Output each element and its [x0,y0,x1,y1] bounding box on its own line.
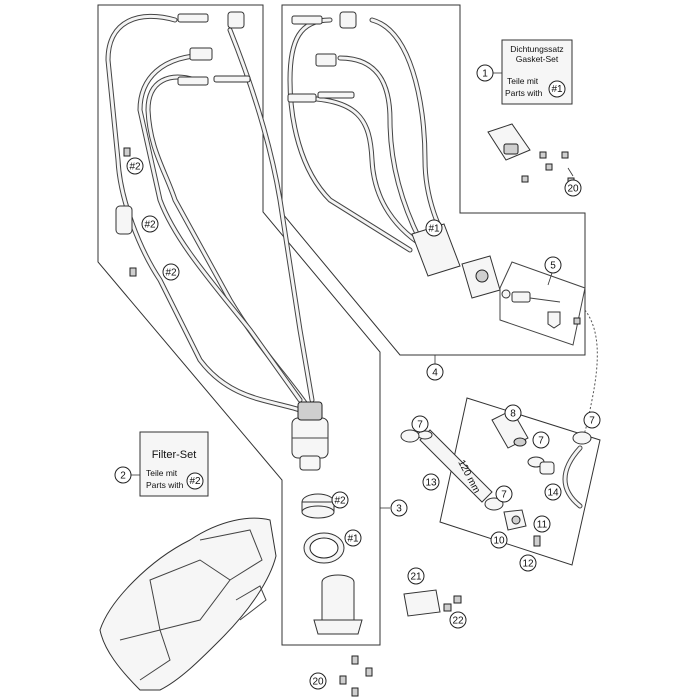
fitting-10-11-12 [503,509,541,547]
filter-set-box: Filter-Set Teile mit Parts with #2 [139,431,209,497]
svg-text:7: 7 [501,490,507,501]
quick-connector-plate [411,223,501,299]
gasket-box-line2: Gasket-Set [516,54,559,64]
svg-text:21: 21 [410,572,422,583]
callout-21: 21 [407,567,425,585]
svg-text:20: 20 [567,184,579,195]
callout-7a: 7 [411,415,429,433]
svg-text:#2: #2 [129,162,141,173]
left-assembly-frame [97,4,381,646]
filter-box-ref: #2 [189,476,201,487]
callout-5: 5 [544,256,562,274]
svg-text:#2: #2 [334,496,346,507]
callout-8: 8 [504,404,522,422]
callout-ref1a: #1 [425,219,443,237]
svg-text:12: 12 [522,559,534,570]
svg-text:2: 2 [120,471,126,482]
gasket-box-line3: Teile mit [507,76,539,86]
pump-mounting-sleeve [313,574,363,635]
left-fuel-hoses [105,13,315,413]
right-lower-frame [439,397,601,566]
screws-20-bottom [339,655,373,697]
gasket-box-ref: #1 [551,84,563,95]
svg-text:#1: #1 [347,534,359,545]
callout-ref2b: #2 [141,215,159,233]
callout-1: 1 [476,64,494,82]
svg-text:5: 5 [550,261,556,272]
svg-text:22: 22 [452,616,464,627]
filter-box-title: Filter-Set [152,449,197,461]
callout-13: 13 [422,473,440,491]
svg-text:3: 3 [396,504,402,515]
leader-lines [131,72,574,509]
svg-text:4: 4 [432,368,438,379]
callout-20b: 20 [309,672,327,690]
gasket-box-line1: Dichtungssatz [510,44,563,54]
hose-14 [539,445,583,509]
callout-ref2c: #2 [162,263,180,281]
callout-10: 10 [490,531,508,549]
callout-2: 2 [114,466,132,484]
sensor-bracket [499,261,586,346]
svg-text:11: 11 [537,520,548,531]
callout-7d: 7 [583,411,601,429]
filter-box-line1: Teile mit [146,468,178,478]
svg-text:7: 7 [538,436,544,447]
callout-22: 22 [449,611,467,629]
sensor-wire [581,309,598,441]
callout-11: 11 [533,515,551,533]
gasket-box-line4: Parts with [505,88,543,98]
svg-text:7: 7 [417,420,423,431]
callout-12: 12 [519,554,537,572]
filter-and-seal [301,493,345,564]
right-assembly-frame [281,4,586,356]
left-hose-connectors [115,11,251,277]
callout-7c: 7 [495,485,513,503]
callout-ref1b: #1 [344,529,362,547]
callout-ref2a: #2 [126,157,144,175]
clamps-7 [400,429,592,511]
right-fuel-hoses [287,17,453,253]
svg-text:20: 20 [312,677,324,688]
callout-14: 14 [544,483,562,501]
gasket-set-box: Dichtungssatz Gasket-Set Teile mit Parts… [501,39,573,105]
svg-text:10: 10 [493,536,505,547]
svg-text:1: 1 [482,69,488,80]
svg-text:#1: #1 [428,224,440,235]
fuel-tank [99,517,277,691]
svg-text:13: 13 [425,478,437,489]
callout-20a: 20 [564,179,582,197]
svg-text:#2: #2 [144,220,156,231]
svg-text:7: 7 [589,416,595,427]
callout-7b: 7 [532,431,550,449]
hose-13 [417,429,493,503]
svg-text:8: 8 [510,409,516,420]
top-right-connector [487,123,575,185]
callout-ref2d: #2 [331,491,349,509]
svg-text:14: 14 [547,488,559,499]
svg-text:#2: #2 [165,268,177,279]
callout-4: 4 [426,363,444,381]
fuel-pump-unit [291,401,329,471]
filter-box-line2: Parts with [146,480,184,490]
bracket-21-22 [403,589,462,617]
right-hose-connectors [287,11,357,103]
callout-3: 3 [390,499,408,517]
